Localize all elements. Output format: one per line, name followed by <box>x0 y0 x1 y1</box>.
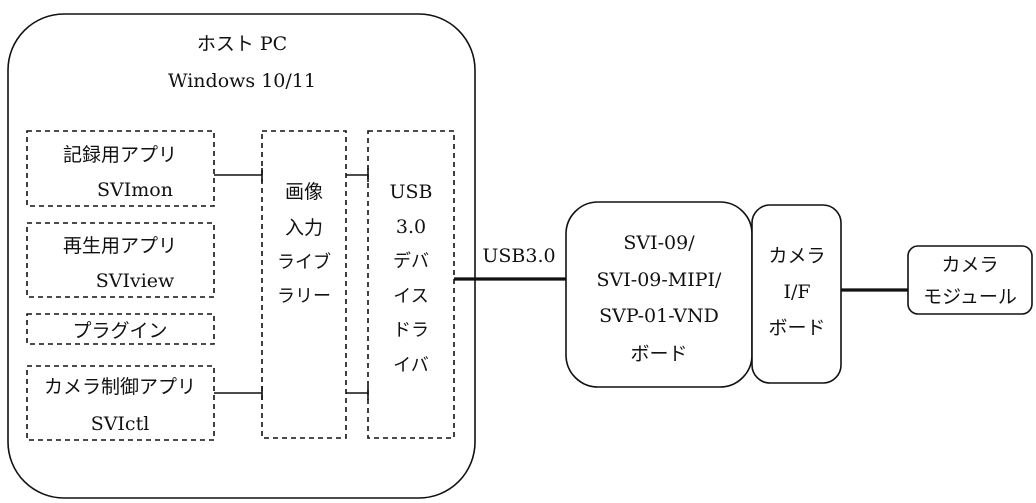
plugin-block: プラグイン <box>26 313 215 345</box>
connector-library-to-driver-bottom <box>346 386 369 400</box>
camera-if-line-1: カメラ <box>768 245 825 267</box>
camera-if-line-3: ボード <box>768 317 825 339</box>
host-os-label: Windows 10/11 <box>168 70 316 92</box>
svi-board-line-3: SVP-01-VND <box>599 305 719 327</box>
camera-if-board-frame <box>751 204 842 384</box>
recording-app-block: 記録用アプリ SVImon <box>26 130 215 207</box>
usb-driver-line-1: USB <box>390 181 433 203</box>
usb-link-label: USB3.0 <box>482 245 555 267</box>
playback-app-block: 再生用アプリ SVIview <box>26 222 215 298</box>
svi-board-line-1: SVI-09/ <box>623 232 695 254</box>
recording-app-exe: SVImon <box>97 179 173 201</box>
recording-app-frame <box>26 130 215 207</box>
playback-app-frame <box>26 222 215 298</box>
camera-module-line-2: モジュール <box>923 286 1017 308</box>
svi-board-line-2: SVI-09-MIPI/ <box>597 269 723 291</box>
plugin-frame <box>26 313 215 345</box>
connector-library-to-driver-top <box>346 168 369 182</box>
usb-driver-frame <box>367 130 455 439</box>
usb-link: USB3.0 <box>454 245 566 281</box>
playback-app-exe: SVIview <box>96 270 175 292</box>
internal-connectors <box>214 168 369 400</box>
usb-driver-line-6: イバ <box>393 355 429 376</box>
image-library-line-4: ラリー <box>277 286 331 307</box>
camera-control-app-name: カメラ制御アプリ <box>44 376 196 398</box>
image-library-block: 画像 入力 ライブ ラリー <box>261 130 347 439</box>
image-library-line-2: 入力 <box>285 217 323 239</box>
connector-control-to-library <box>214 386 263 400</box>
playback-app-name: 再生用アプリ <box>63 235 177 257</box>
image-library-line-1: 画像 <box>285 181 323 203</box>
usb-driver-line-3: デバ <box>393 251 429 272</box>
image-library-line-3: ライブ <box>277 251 331 273</box>
usb-driver-block: USB 3.0 デバ イス ドラ イバ <box>367 130 455 439</box>
usb-driver-line-5: ドラ <box>393 320 429 341</box>
camera-module-block: カメラ モジュール <box>907 245 1033 315</box>
svi-board-block: SVI-09/ SVI-09-MIPI/ SVP-01-VND ボード <box>565 201 753 388</box>
svi-board-line-4: ボード <box>630 343 687 365</box>
host-pc-block: ホスト PC Windows 10/11 <box>7 13 476 499</box>
usb-driver-line-4: イス <box>393 286 428 307</box>
image-library-frame <box>261 130 347 439</box>
recording-app-name: 記録用アプリ <box>63 144 177 166</box>
host-pc-frame <box>7 13 476 499</box>
plugin-name: プラグイン <box>72 320 167 342</box>
camera-control-app-block: カメラ制御アプリ SVIctl <box>26 365 215 441</box>
usb-driver-line-2: 3.0 <box>396 216 426 238</box>
camera-module-line-1: カメラ <box>941 254 998 276</box>
host-pc-title: ホスト PC <box>197 33 287 55</box>
camera-module-frame <box>907 245 1033 315</box>
connector-recording-to-library <box>214 168 263 182</box>
camera-if-line-2: I/F <box>783 281 810 303</box>
camera-control-app-frame <box>26 365 215 441</box>
camera-control-app-exe: SVIctl <box>91 413 150 435</box>
camera-if-board-block: カメラ I/F ボード <box>751 204 842 384</box>
